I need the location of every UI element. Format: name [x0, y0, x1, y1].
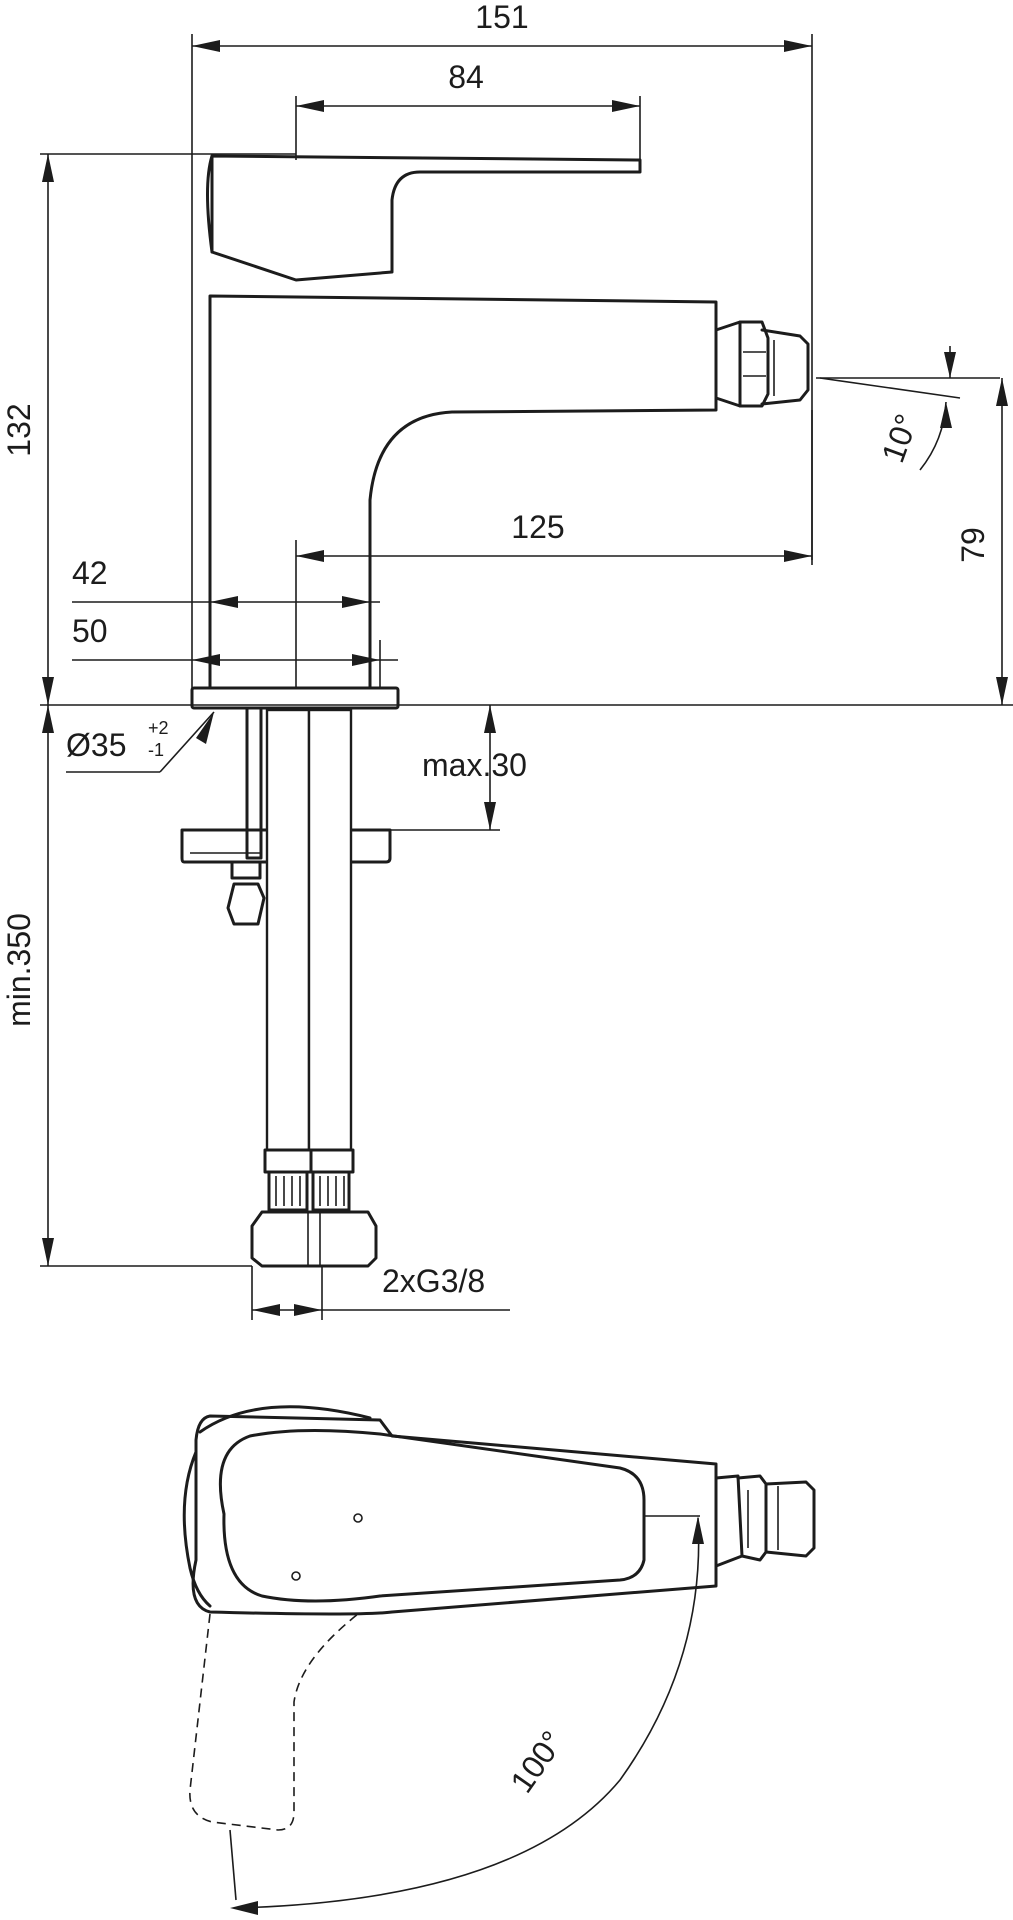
mount-rod [245, 706, 263, 860]
angle-spray-tilt: 10° [874, 409, 924, 467]
dim-diameter: Ø35 [66, 727, 126, 763]
mounting-bracket [180, 828, 392, 926]
dim-overall-width: 151 [475, 0, 528, 35]
dim-diameter-tol-upper: +2 [148, 718, 169, 738]
lever-pin-1 [353, 1513, 363, 1523]
braided-hoses [250, 708, 378, 1268]
dim-base-width: 50 [72, 613, 108, 649]
lever-handle [210, 154, 642, 282]
dim-total-height: 132 [1, 403, 37, 456]
base-plate [190, 686, 400, 710]
dim-spout-reach: 125 [511, 509, 564, 545]
top-aerator [714, 1474, 816, 1568]
faucet-top-view [182, 1405, 816, 1831]
dim-connection: 2xG3/8 [382, 1263, 485, 1299]
dim-diameter-tol-lower: -1 [148, 740, 164, 760]
lever-pin-2 [291, 1571, 301, 1581]
lever-joint [206, 154, 214, 254]
top-body-outline [191, 1414, 718, 1616]
dim-body-width: 42 [72, 555, 108, 591]
faucet-side-view [180, 154, 810, 1268]
dimension-labels: 151 84 125 42 50 132 79 min.350 max.30 2… [1, 0, 991, 1299]
dim-lever-length: 84 [448, 59, 484, 95]
dim-max-thickness: max.30 [422, 747, 527, 783]
faucet-body [208, 294, 718, 690]
hex-nut [250, 1210, 378, 1268]
aerator [714, 320, 810, 408]
angle-lever-swing: 100° [503, 1724, 570, 1799]
dim-outlet-height: 79 [955, 527, 991, 563]
dimension-lines [40, 34, 1013, 1320]
dim-min-hose-length: min.350 [1, 913, 37, 1027]
lever-swung-position [189, 1613, 359, 1831]
top-lever [218, 1428, 646, 1603]
